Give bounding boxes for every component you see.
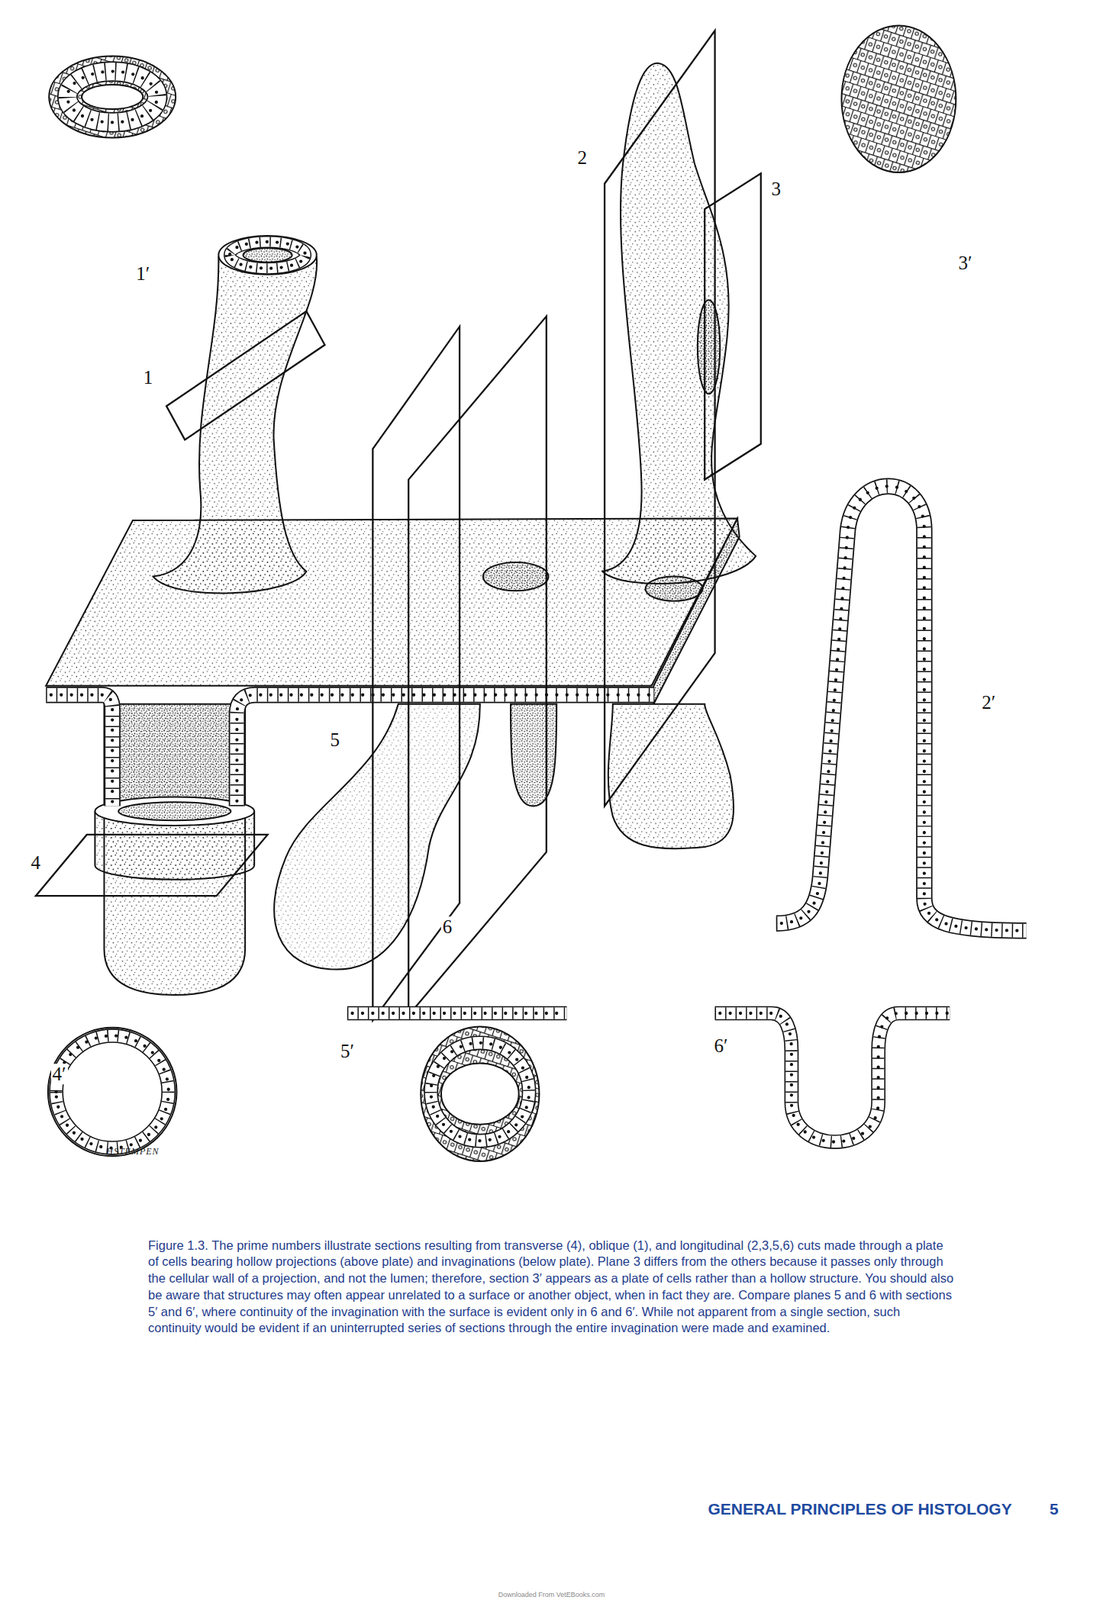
section-plate [841,25,956,173]
plane-number: 2 [575,148,589,170]
section-outline [420,1026,539,1162]
section-outline [48,1028,178,1158]
section-outline [48,56,176,139]
cutting-plane [408,316,547,1016]
plate-cells [45,695,654,807]
invagination-opening [483,562,549,591]
page-number: 5 [1049,1500,1059,1520]
plane-number: 6 [441,916,455,939]
cutting-plane [166,311,325,441]
cell-layer [67,71,158,123]
cell-layer [776,486,1027,931]
cutting-plane [372,326,460,1021]
section-number: 4′ [51,1064,68,1086]
plane-number: 5 [328,729,342,752]
section-number: 1′ [134,263,152,285]
lumen [81,84,143,110]
plane-number: 3 [770,178,784,200]
cell-layer [431,1043,529,1142]
lumen [441,1064,520,1126]
section-number: 6′ [712,1036,730,1058]
invagination [510,704,557,807]
section-number: 2′ [980,692,997,714]
watermark: Downloaded From VetEBooks.com [498,1591,606,1600]
lumen [242,248,292,263]
lumen [120,704,229,807]
hollow-projection [602,63,756,584]
artist-signature: HSTEMPEN [106,1146,159,1158]
cutting-plane [35,835,268,897]
invagination-outline [274,704,481,971]
cell-layer [229,241,306,269]
figure-caption: Figure 1.3. The prime numbers illustrate… [148,1238,955,1339]
plane-number: 1 [141,367,155,389]
projection-top [218,235,317,275]
running-footer: GENERAL PRINCIPLES OF HISTOLOGY [707,1500,1012,1520]
cutting-plane [604,30,716,807]
plane-number: 4 [29,852,43,875]
cutting-plane [704,173,762,480]
section-number: 5′ [338,1041,356,1063]
section-number: 3′ [956,252,974,275]
lumen [118,802,231,821]
cell-layer [56,1035,169,1149]
cell-layer [347,1013,950,1143]
cut-surface [697,299,720,394]
